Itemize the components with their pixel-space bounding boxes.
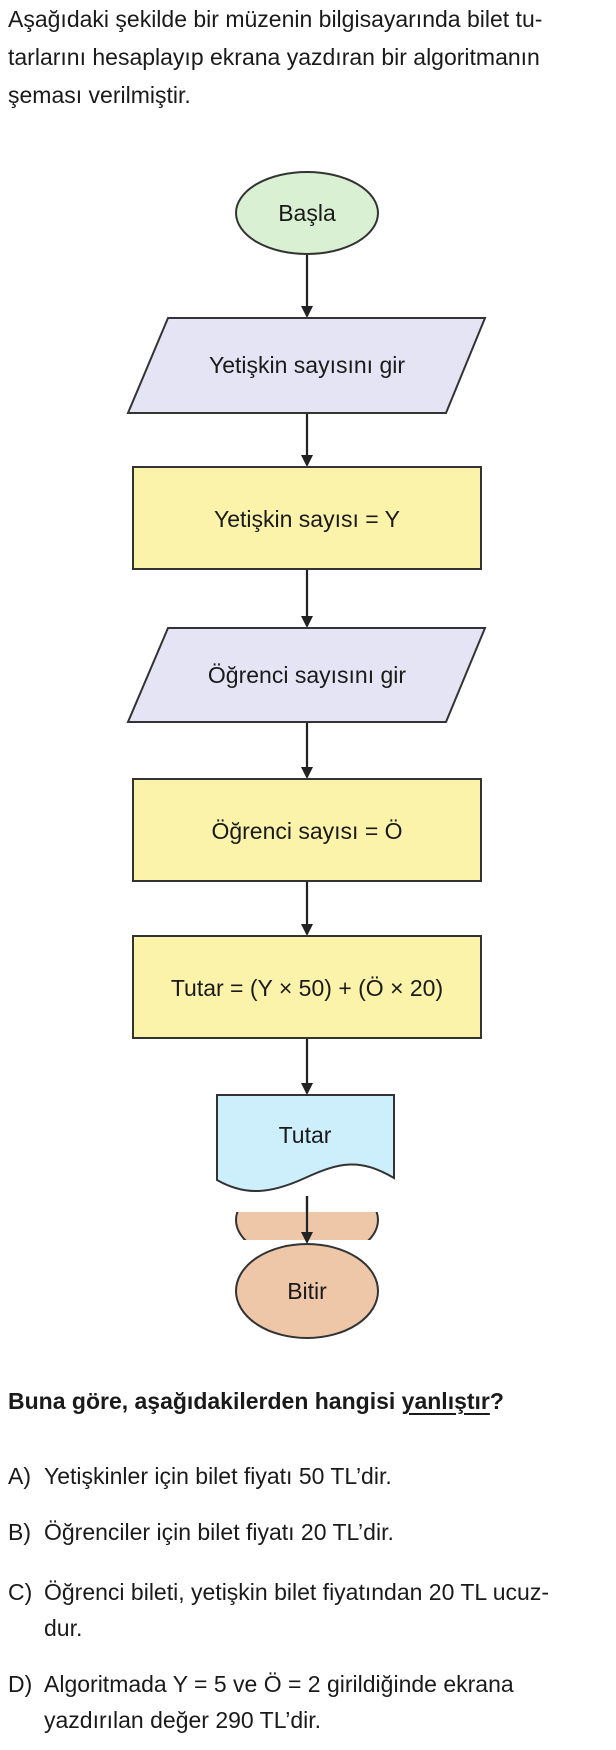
option-d-line-1: Algoritmada Y = 5 ve Ö = 2 girildiğinde …: [44, 1671, 514, 1697]
assign-student-label: Öğrenci sayısı = Ö: [211, 818, 402, 844]
option-b-line-1: Öğrenciler için bilet fiyatı 20 TL’dir.: [44, 1519, 394, 1545]
question-emphasis: yanlıştır: [401, 1388, 490, 1414]
input-student-node: Öğrenci sayısını gir: [126, 627, 487, 723]
intro-line-3: şeması verilmiştir.: [8, 82, 191, 108]
flowchart: Başla Yetişkin sayısını gir Yetişkin say…: [126, 171, 487, 1242]
option-d-letter: D): [8, 1671, 33, 1697]
end-label: Bitir: [287, 1278, 327, 1304]
assign-adult-label: Yetişkin sayısı = Y: [214, 506, 400, 532]
question-suffix: ?: [489, 1388, 504, 1414]
option-c[interactable]: C) Öğrenci bileti, yetişkin bilet fiyatı…: [8, 1574, 608, 1646]
end-ellipse: [235, 1243, 379, 1339]
compute-node: Tutar = (Y × 50) + (Ö × 20): [132, 935, 482, 1039]
input-adult-node: Yetişkin sayısını gir: [126, 317, 487, 414]
input-student-label: Öğrenci sayısını gir: [208, 662, 406, 688]
option-d[interactable]: D) Algoritmada Y = 5 ve Ö = 2 girildiğin…: [8, 1666, 608, 1738]
intro-line-2: tarlarını hesaplayıp ekrana yazdıran bir…: [8, 44, 540, 70]
option-a[interactable]: A) Yetişkinler için bilet fiyatı 50 TL’d…: [8, 1458, 608, 1494]
question-prefix: Buna göre, aşağıdakilerden hangisi: [8, 1388, 402, 1414]
option-c-line-2: dur.: [44, 1615, 83, 1641]
start-label: Başla: [278, 200, 336, 226]
option-c-letter: C): [8, 1579, 33, 1605]
input-adult-label: Yetişkin sayısını gir: [209, 352, 405, 378]
option-b-letter: B): [8, 1519, 31, 1545]
output-node: Tutar: [216, 1094, 395, 1192]
option-a-letter: A): [8, 1463, 31, 1489]
option-d-line-2: yazdırılan değer 290 TL’dir.: [44, 1707, 322, 1733]
option-a-line-1: Yetişkinler için bilet fiyatı 50 TL’dir.: [44, 1463, 392, 1489]
intro-line-1: Aşağıdaki şekilde bir müzenin bilgisayar…: [8, 6, 543, 32]
output-label: Tutar: [279, 1122, 332, 1148]
option-b[interactable]: B) Öğrenciler için bilet fiyatı 20 TL’di…: [8, 1514, 608, 1550]
compute-label: Tutar = (Y × 50) + (Ö × 20): [171, 975, 443, 1001]
question-text: Buna göre, aşağıdakilerden hangisi yanlı…: [8, 1388, 608, 1415]
intro-paragraph: Aşağıdaki şekilde bir müzenin bilgisayar…: [8, 0, 608, 114]
assign-student-node: Öğrenci sayısı = Ö: [132, 778, 482, 882]
option-c-line-1: Öğrenci bileti, yetişkin bilet fiyatında…: [44, 1579, 549, 1605]
start-node: Başla: [235, 171, 379, 255]
assign-adult-node: Yetişkin sayısı = Y: [132, 466, 482, 570]
